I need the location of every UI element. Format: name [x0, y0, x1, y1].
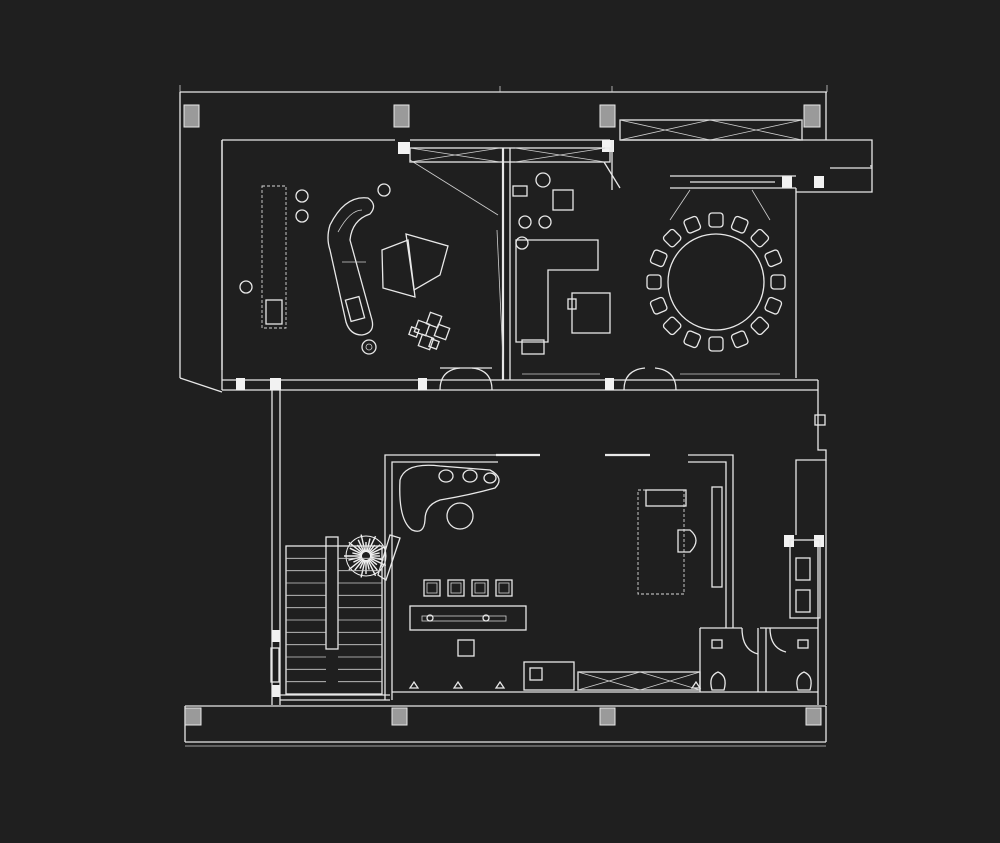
plant-leaf — [360, 559, 366, 578]
plant-leaf — [367, 559, 377, 577]
plant-leaf — [369, 545, 387, 555]
plant-leaf — [367, 535, 377, 553]
plant-leaf — [349, 547, 363, 555]
plant-leaf — [354, 558, 365, 571]
chair — [683, 330, 702, 349]
structural-columns — [183, 104, 824, 726]
plant-leaf — [367, 558, 378, 571]
plant-leaf — [366, 538, 371, 553]
chair — [662, 228, 682, 248]
toilet-icon — [796, 639, 812, 691]
chair — [730, 215, 749, 234]
stool — [471, 579, 489, 597]
main-hall — [344, 453, 734, 700]
chair — [708, 336, 724, 352]
chair — [750, 228, 770, 248]
plant-leaf — [366, 559, 370, 570]
plant-leaf — [360, 534, 366, 553]
stool — [423, 579, 441, 597]
stool-seat — [498, 582, 510, 594]
restrooms — [699, 414, 826, 693]
round-table-chairs — [646, 212, 786, 352]
chair — [708, 212, 724, 228]
toilet-icon — [710, 639, 726, 691]
plant-leaf — [348, 557, 364, 571]
plant-leaf — [368, 557, 378, 566]
chair — [662, 316, 682, 336]
chair — [649, 249, 668, 268]
stool-seat — [450, 582, 462, 594]
plant-leaf — [352, 552, 363, 556]
plant-leaf — [369, 557, 387, 567]
chair — [770, 274, 786, 290]
plant-leaf — [369, 552, 380, 556]
chair — [649, 296, 668, 315]
stool — [447, 579, 465, 597]
chair — [646, 274, 662, 290]
chair — [764, 296, 783, 315]
chair — [750, 316, 770, 336]
meeting-room — [619, 119, 803, 375]
chair — [730, 330, 749, 349]
round-table — [667, 233, 765, 331]
stool — [495, 579, 513, 597]
stool-seat — [426, 582, 438, 594]
plant-leaf — [359, 559, 365, 569]
office-room — [409, 140, 677, 391]
staircase — [270, 536, 383, 695]
chair — [683, 215, 702, 234]
plant-leaf — [348, 541, 364, 555]
stool-seat — [474, 582, 486, 594]
lounge-room — [221, 140, 499, 391]
chair — [764, 249, 783, 268]
bar-stools — [423, 579, 513, 597]
